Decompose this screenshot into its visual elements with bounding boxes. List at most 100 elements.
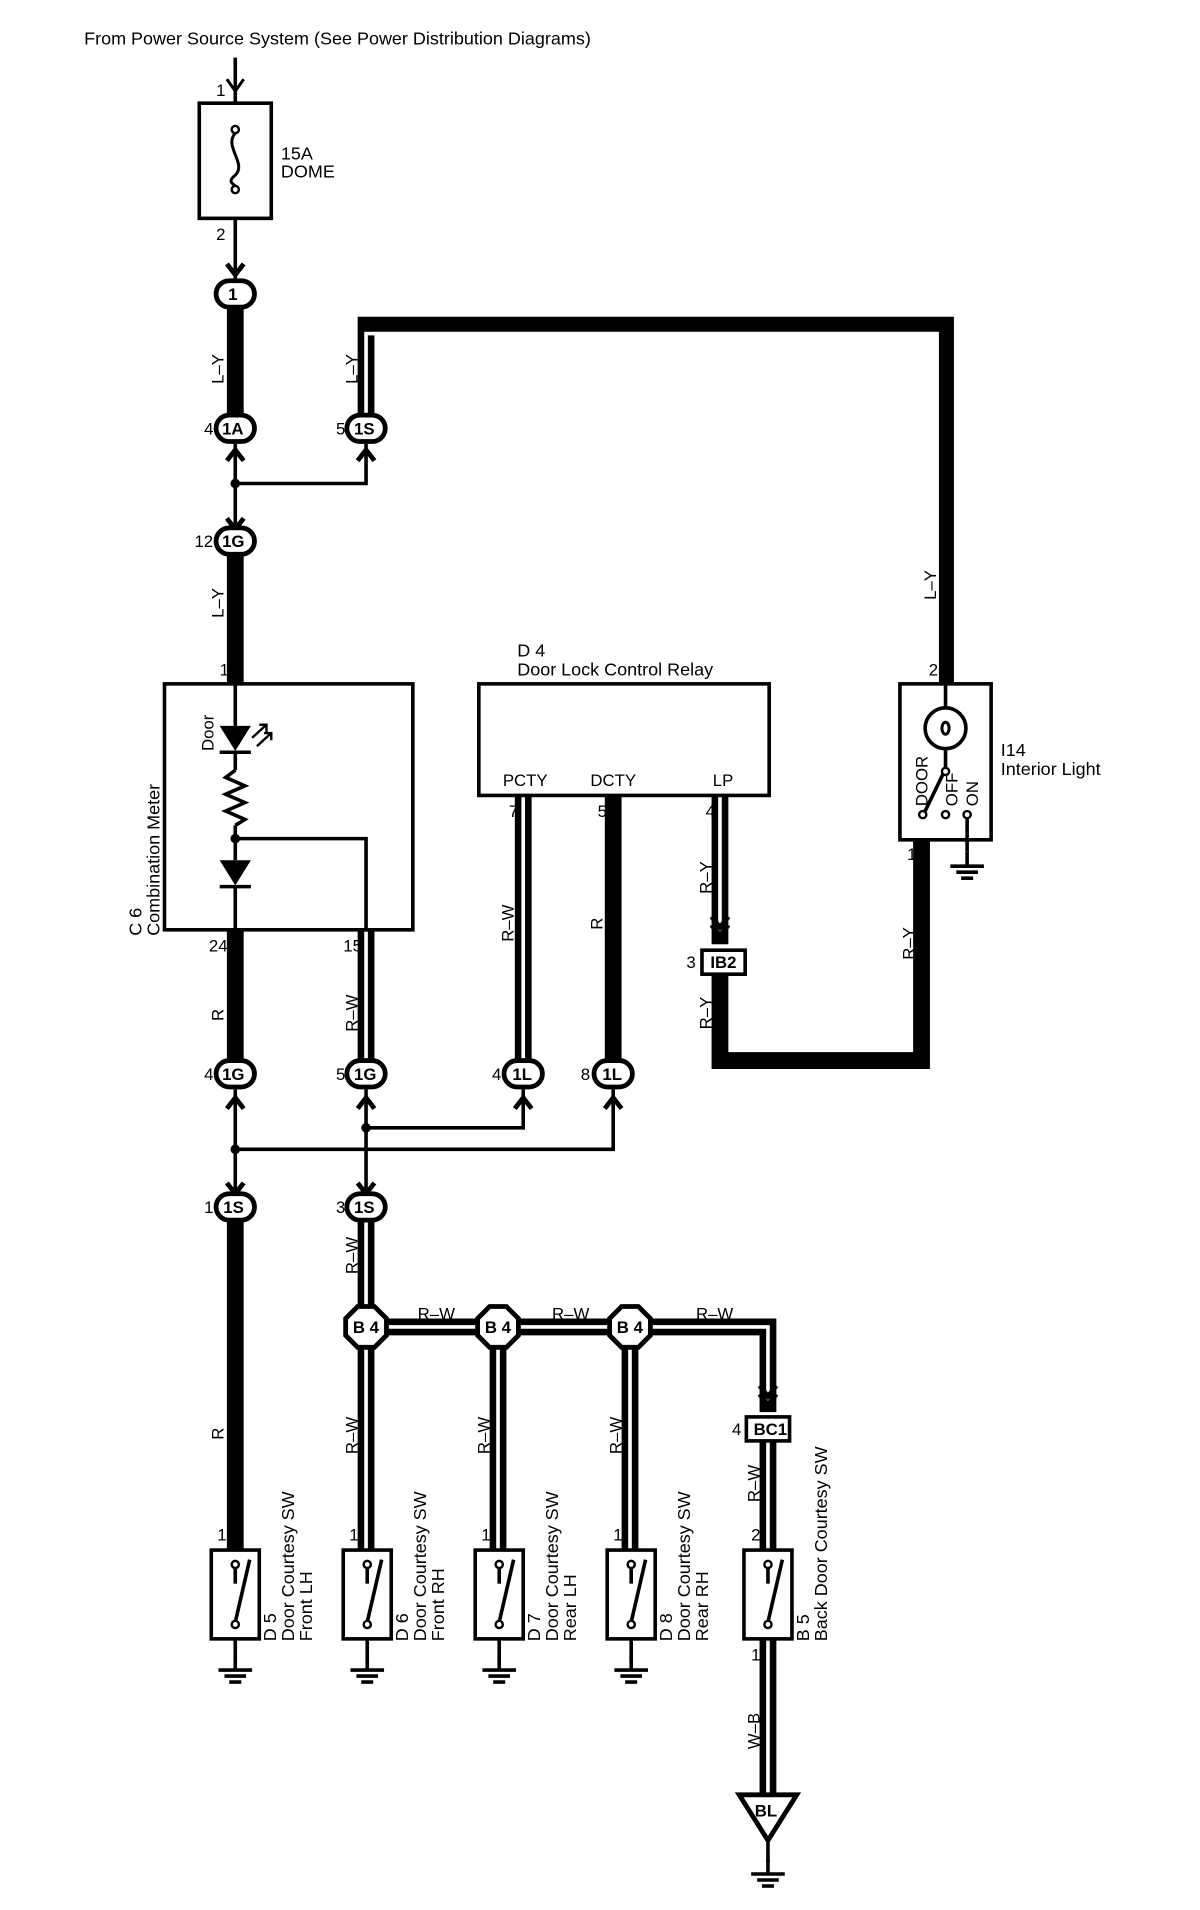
switch-d6-code: D 6 xyxy=(392,1613,412,1641)
relay-lp-label: LP xyxy=(713,771,734,790)
connector-1a: 4 1A xyxy=(204,412,257,444)
connector-1l-b-label: 1L xyxy=(602,1065,622,1084)
wire-label-rw-6: R–W xyxy=(696,1305,733,1324)
switch-d6-side: Front RH xyxy=(428,1568,448,1641)
interior-off-label: OFF xyxy=(943,773,962,807)
connector-bc1-label: BC1 xyxy=(754,1420,788,1439)
fuse-15a-dome: 1 15A DOME 2 xyxy=(197,57,335,279)
connector-ib2: 3 IB2 xyxy=(686,948,747,976)
connector-1g-top: 12 1G xyxy=(194,525,257,557)
wire-label-r-2: R xyxy=(587,918,606,930)
combination-meter: 1 Door 24 15 C 6 Combination Meter xyxy=(126,660,415,955)
fuse-pin-in: 1 xyxy=(216,81,225,100)
connector-1a-pin: 4 xyxy=(204,419,213,438)
connector-ib2-label: IB2 xyxy=(710,953,736,972)
meter-pin-top: 1 xyxy=(220,660,229,679)
connector-1l-a: 4 1L xyxy=(492,1058,545,1090)
connector-bc1: 4 BC1 xyxy=(732,1415,792,1443)
switch-d5: 1 D 5 Door Courtesy SW Front LH xyxy=(209,1491,316,1684)
wire-label-ry-3: R–Y xyxy=(899,927,918,960)
interior-pin-top: 2 xyxy=(929,660,938,679)
switch-d5-pin: 1 xyxy=(217,1525,226,1544)
switch-b5-pin-top: 2 xyxy=(751,1525,760,1544)
connector-1s-a-pin: 1 xyxy=(204,1198,213,1217)
switch-d8-name: Door Courtesy SW xyxy=(674,1491,694,1641)
relay-pin-lp: 4 xyxy=(706,802,715,821)
splice-b4-3: B 4 xyxy=(607,1304,653,1350)
switch-d7-pin: 1 xyxy=(481,1525,490,1544)
meter-door-label: Door xyxy=(199,714,218,751)
switch-d5-code: D 5 xyxy=(260,1613,280,1641)
relay-name: Door Lock Control Relay xyxy=(517,659,713,679)
wire-label-r-1: R xyxy=(208,1009,227,1021)
connector-1g-a: 4 1G xyxy=(204,1058,257,1090)
splice-b4-2: B 4 xyxy=(475,1304,521,1350)
switch-b5: 2 1 B 5 Back Door Courtesy SW xyxy=(742,1446,831,1664)
wire-label-rw-2: R–W xyxy=(499,904,518,941)
splice-b4-3-label: B 4 xyxy=(617,1318,644,1337)
switch-d6-name: Door Courtesy SW xyxy=(410,1491,430,1641)
switch-b5-code: B 5 xyxy=(793,1614,813,1641)
connector-1g-b: 5 1G xyxy=(336,1058,388,1090)
switch-b5-pin-bottom: 1 xyxy=(751,1645,760,1664)
relay-pin-dcty: 5 xyxy=(598,802,607,821)
connector-1: 1 xyxy=(213,278,257,310)
wire-label-rw-5: R–W xyxy=(552,1305,589,1324)
switch-d6: 1 D 6 Door Courtesy SW Front RH xyxy=(341,1491,448,1684)
wire-color-labels: L–Y L–Y L–Y L–Y R R–W R–W R R–Y R–Y R–Y … xyxy=(208,354,940,1749)
connector-1g-top-label: 1G xyxy=(222,532,244,551)
connector-1g-b-label: 1G xyxy=(354,1065,376,1084)
wire-label-rw-4: R–W xyxy=(418,1305,455,1324)
wire-label-r-3: R xyxy=(208,1428,227,1440)
connector-1s-b: 3 1S xyxy=(336,1191,388,1223)
splice-b4-2-label: B 4 xyxy=(485,1318,512,1337)
thick-wires xyxy=(226,298,954,1804)
switch-d7-side: Rear LH xyxy=(560,1574,580,1641)
interior-light: 2 DOOR OFF ON 1 I14 Interior Light xyxy=(898,660,1101,881)
relay-dcty-label: DCTY xyxy=(590,771,636,790)
connector-1s-top-label: 1S xyxy=(354,419,375,438)
wire-label-rw-8: R–W xyxy=(475,1417,494,1454)
wire-label-rw-7: R–W xyxy=(343,1417,362,1454)
power-source-label: From Power Source System (See Power Dist… xyxy=(84,28,591,48)
connector-1s-b-label: 1S xyxy=(354,1198,375,1217)
connector-1s-b-pin: 3 xyxy=(336,1198,345,1217)
splice-b4-1-label: B 4 xyxy=(353,1318,380,1337)
switch-d7-code: D 7 xyxy=(524,1613,544,1641)
connector-1s-a: 1 1S xyxy=(204,1191,257,1223)
interior-name: Interior Light xyxy=(1001,759,1101,779)
switch-d8-side: Rear RH xyxy=(692,1571,712,1641)
meter-pin-b: 15 xyxy=(343,936,362,955)
connector-1-label: 1 xyxy=(228,285,237,304)
interior-pin-bottom: 1 xyxy=(907,845,916,864)
fuse-name: DOME xyxy=(281,162,335,182)
connector-1l-b: 8 1L xyxy=(581,1058,635,1090)
connector-1l-b-pin: 8 xyxy=(581,1065,590,1084)
fuse-pin-out: 2 xyxy=(216,225,225,244)
connector-1g-top-pin: 12 xyxy=(194,532,213,551)
fuse-rating: 15A xyxy=(281,144,313,164)
wire-label-ly-1: L–Y xyxy=(208,354,227,384)
switch-b5-name: Back Door Courtesy SW xyxy=(811,1446,831,1641)
connector-1g-a-label: 1G xyxy=(222,1065,244,1084)
connector-1s-top: 5 1S xyxy=(336,412,388,444)
wire-label-ry-1: R–Y xyxy=(697,861,716,894)
interior-door-label: DOOR xyxy=(913,756,932,806)
connector-bc1-pin: 4 xyxy=(732,1420,741,1439)
wire-label-rw-10: R–W xyxy=(745,1465,764,1502)
ground-point-bl: BL xyxy=(734,1792,802,1888)
connector-1g-b-pin: 5 xyxy=(336,1065,345,1084)
connector-1a-label: 1A xyxy=(222,419,243,438)
wire-label-rw-9: R–W xyxy=(607,1417,626,1454)
meter-code: C 6 xyxy=(126,908,146,936)
relay-code: D 4 xyxy=(517,640,545,660)
switch-d7: 1 D 7 Door Courtesy SW Rear LH xyxy=(473,1491,580,1684)
switch-d8-pin: 1 xyxy=(613,1525,622,1544)
wire-label-ly-4: L–Y xyxy=(921,570,940,600)
switch-d8: 1 D 8 Door Courtesy SW Rear RH xyxy=(605,1491,712,1684)
splice-b4-1: B 4 xyxy=(343,1304,389,1350)
wire-label-rw-3: R–W xyxy=(343,1237,362,1274)
switch-d5-name: Door Courtesy SW xyxy=(278,1491,298,1641)
switch-d7-name: Door Courtesy SW xyxy=(542,1491,562,1641)
